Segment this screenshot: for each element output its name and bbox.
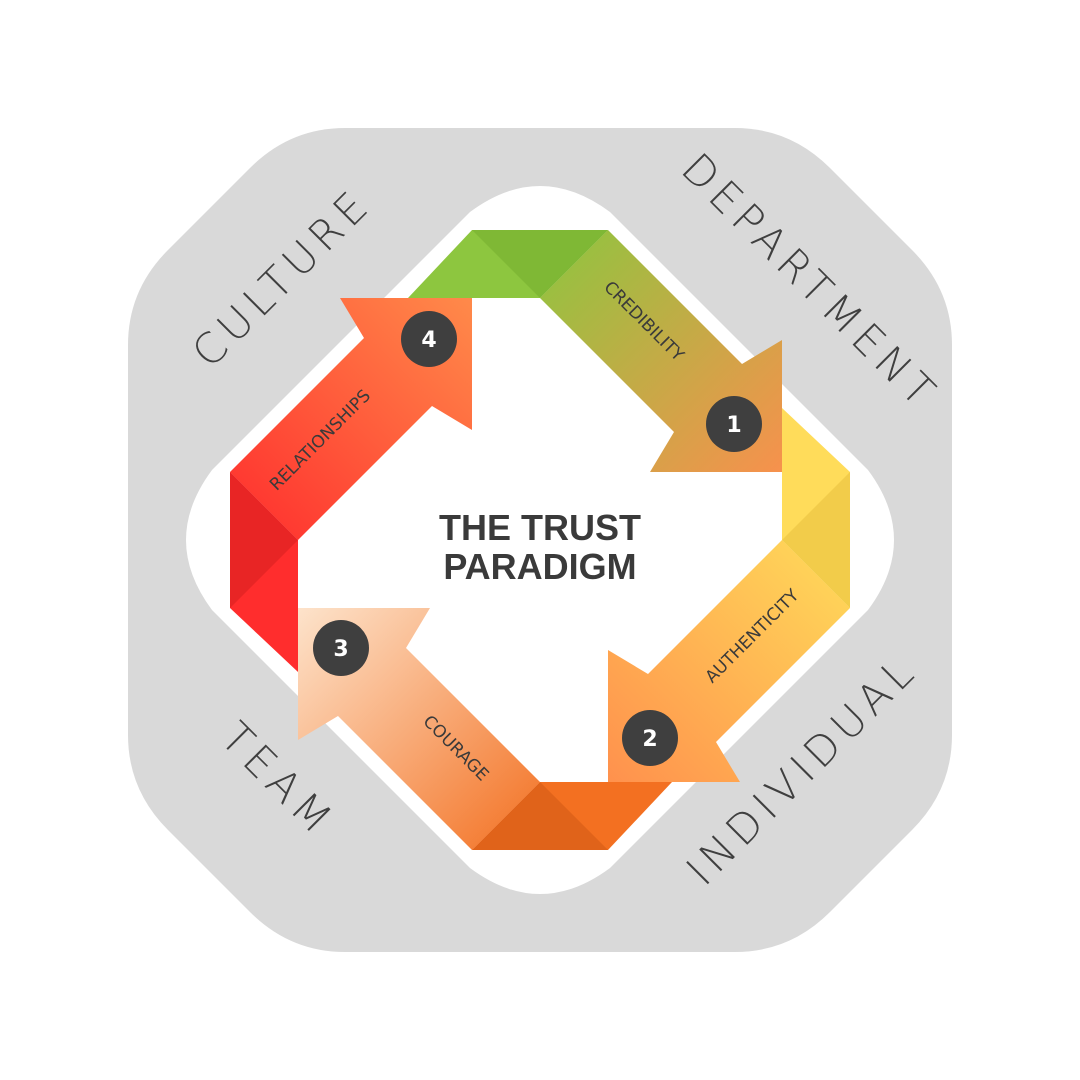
svg-text:2: 2 — [642, 727, 657, 752]
title-line-2: PARADIGM — [443, 546, 636, 587]
badge-4: 4 — [401, 311, 457, 367]
title-line-1: THE TRUST — [439, 507, 641, 548]
corner-left-shade — [230, 472, 298, 608]
svg-text:3: 3 — [333, 637, 348, 662]
badge-2: 2 — [622, 710, 678, 766]
badge-1: 1 — [706, 396, 762, 452]
svg-text:1: 1 — [726, 413, 741, 438]
svg-text:4: 4 — [421, 328, 436, 353]
corner-bottom-shade — [472, 782, 608, 850]
badge-3: 3 — [313, 620, 369, 676]
corner-right-shade — [782, 472, 850, 608]
corner-top-shade — [472, 230, 608, 298]
